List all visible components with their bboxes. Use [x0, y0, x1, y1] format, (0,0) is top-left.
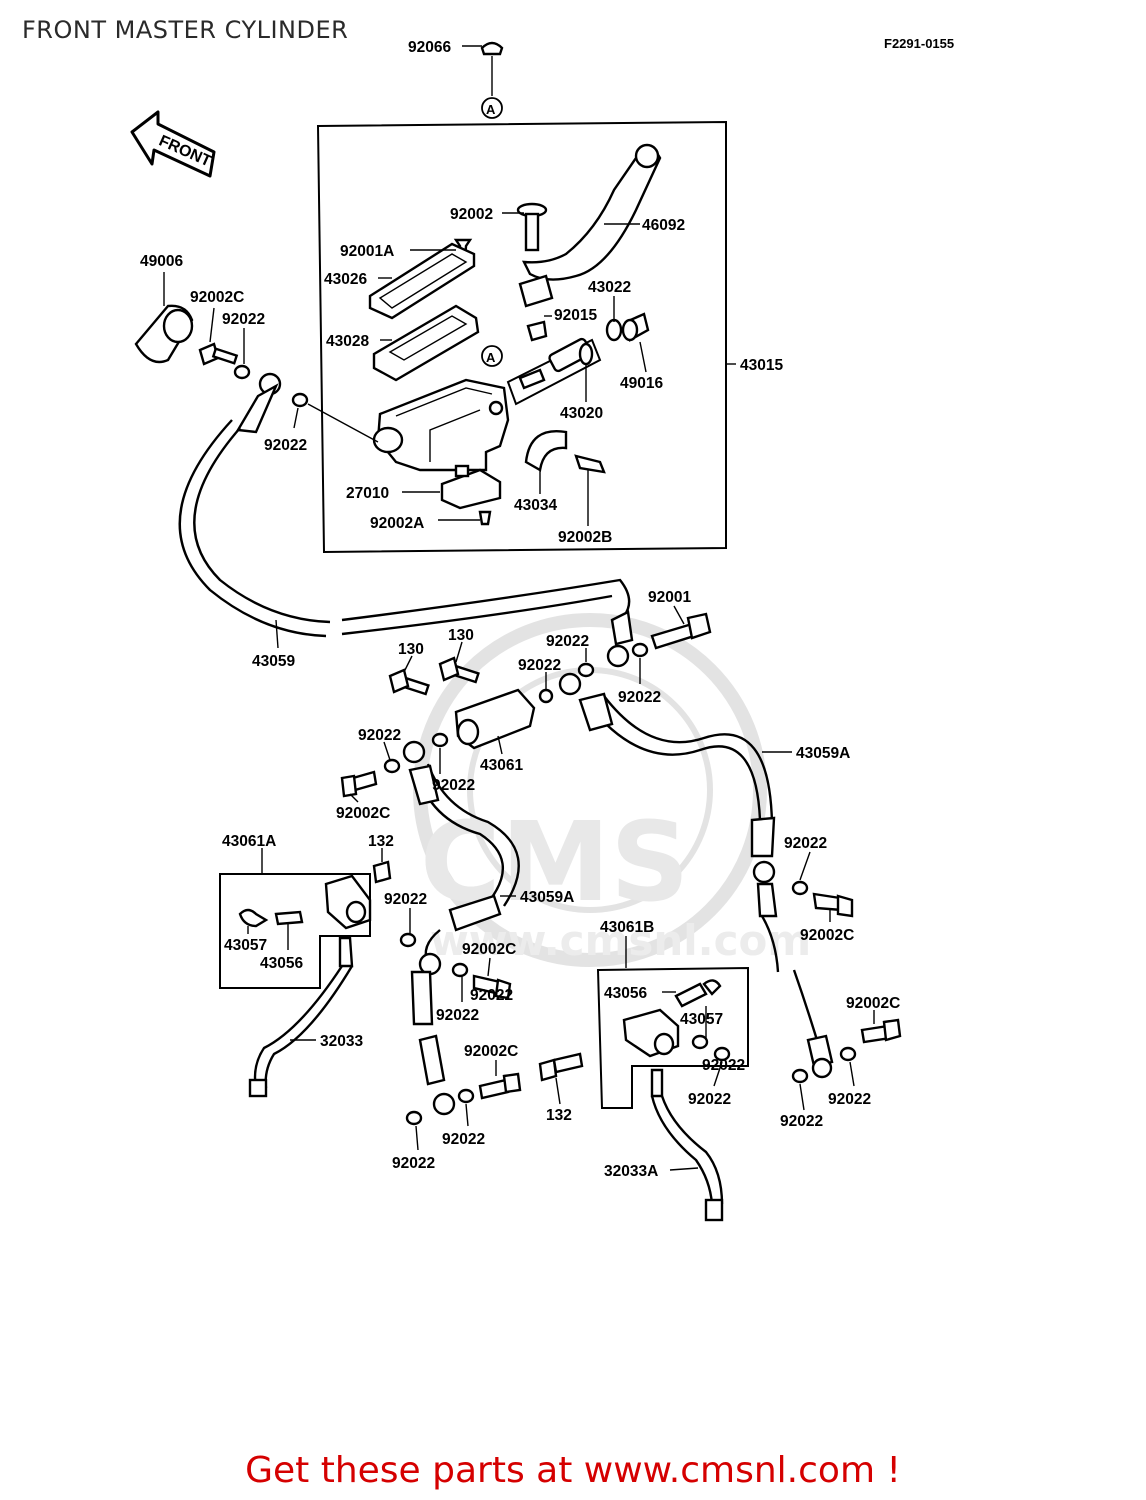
reservoir-cap — [368, 242, 476, 320]
part-label: 43015 — [740, 357, 783, 374]
master-cylinder-body: A — [372, 345, 510, 472]
part-label: 32033 — [320, 1033, 363, 1050]
part-label: 92022 — [688, 1091, 731, 1108]
watermark: CMS www.cmsnl.com — [413, 613, 811, 967]
part-label: 43026 — [324, 271, 367, 288]
leader-lines — [163, 45, 875, 1171]
brake-switch — [440, 468, 502, 510]
part-label: 92022 — [780, 1113, 823, 1130]
marker-a-2: A — [486, 350, 496, 365]
part-label: 132 — [368, 833, 394, 850]
part-label: 92022 — [618, 689, 661, 706]
part-label: 43056 — [604, 985, 647, 1002]
part-label: 92022 — [442, 1131, 485, 1148]
part-label: 92002C — [464, 1043, 518, 1060]
part-label: 92002C — [800, 927, 854, 944]
part-label: 92002A — [370, 515, 424, 532]
part-label: 43059A — [796, 745, 850, 762]
part-label: 46092 — [642, 217, 685, 234]
part-label: 130 — [448, 627, 474, 644]
part-label: 43059A — [520, 889, 574, 906]
brake-lever — [518, 143, 662, 308]
part-label: 43022 — [588, 279, 631, 296]
diagram-code: F2291-0155 — [884, 36, 955, 51]
part-label: 92022 — [702, 1057, 745, 1074]
part-label: 132 — [546, 1107, 572, 1124]
joint-frame-b — [596, 966, 749, 1109]
part-labels: 92066 46092 92002 92001A 43026 43028 430… — [140, 39, 900, 1180]
part-label: 43057 — [224, 937, 267, 954]
part-label: 43028 — [326, 333, 369, 350]
part-label: 43061 — [480, 757, 523, 774]
part-label: 43020 — [560, 405, 603, 422]
part-label: 92022 — [384, 891, 427, 908]
watermark-url: www.cmsnl.com — [430, 916, 811, 965]
part-label: 92002C — [336, 805, 390, 822]
part-label: 92022 — [222, 311, 265, 328]
part-label: 92001 — [648, 589, 691, 606]
part-label: 43061B — [600, 919, 654, 936]
part-label: 92002B — [558, 529, 612, 546]
three-way-joint — [388, 656, 582, 750]
master-cylinder-frame — [316, 120, 727, 554]
pivot-bolt — [516, 202, 548, 252]
diaphragm — [372, 304, 480, 382]
part-label: 32033A — [604, 1163, 658, 1180]
part-label: 92022 — [358, 727, 401, 744]
part-label: 130 — [398, 641, 424, 658]
part-label: 92022 — [828, 1091, 871, 1108]
footer-link[interactable]: Get these parts at www.cmsnl.com ! — [245, 1450, 901, 1491]
part-label: 43034 — [514, 497, 557, 514]
part-label: 92022 — [436, 1007, 479, 1024]
part-label: 92022 — [784, 835, 827, 852]
part-label: 92022 — [264, 437, 307, 454]
part-label: 49016 — [620, 375, 663, 392]
page-title: FRONT MASTER CYLINDER — [22, 16, 349, 44]
part-label: 92022 — [470, 987, 513, 1004]
part-label: 92022 — [432, 777, 475, 794]
parts-diagram: CMS www.cmsnl.com FRONT A — [130, 39, 902, 1222]
part-label: 92002C — [846, 995, 900, 1012]
part-label: 43057 — [680, 1011, 723, 1028]
part-label: 49006 — [140, 253, 183, 270]
part-label: 92022 — [392, 1155, 435, 1172]
piston-kit — [506, 337, 602, 406]
part-label: 92022 — [518, 657, 561, 674]
joint-frame-a — [219, 873, 371, 989]
part-label: 27010 — [346, 485, 389, 502]
marker-a: A — [486, 102, 496, 117]
clamp — [524, 429, 568, 472]
part-label: 92015 — [554, 307, 597, 324]
part-label: 43061A — [222, 833, 276, 850]
part-label: 92002 — [450, 206, 493, 223]
part-label: 92001A — [340, 243, 394, 260]
part-label: 92022 — [546, 633, 589, 650]
part-label: 43056 — [260, 955, 303, 972]
part-label: 92002C — [190, 289, 244, 306]
front-arrow-icon: FRONT — [130, 110, 216, 178]
part-label: 43059 — [252, 653, 295, 670]
part-label: 92066 — [408, 39, 451, 56]
part-label: 92002C — [462, 941, 516, 958]
cap-92066: A — [480, 41, 504, 119]
